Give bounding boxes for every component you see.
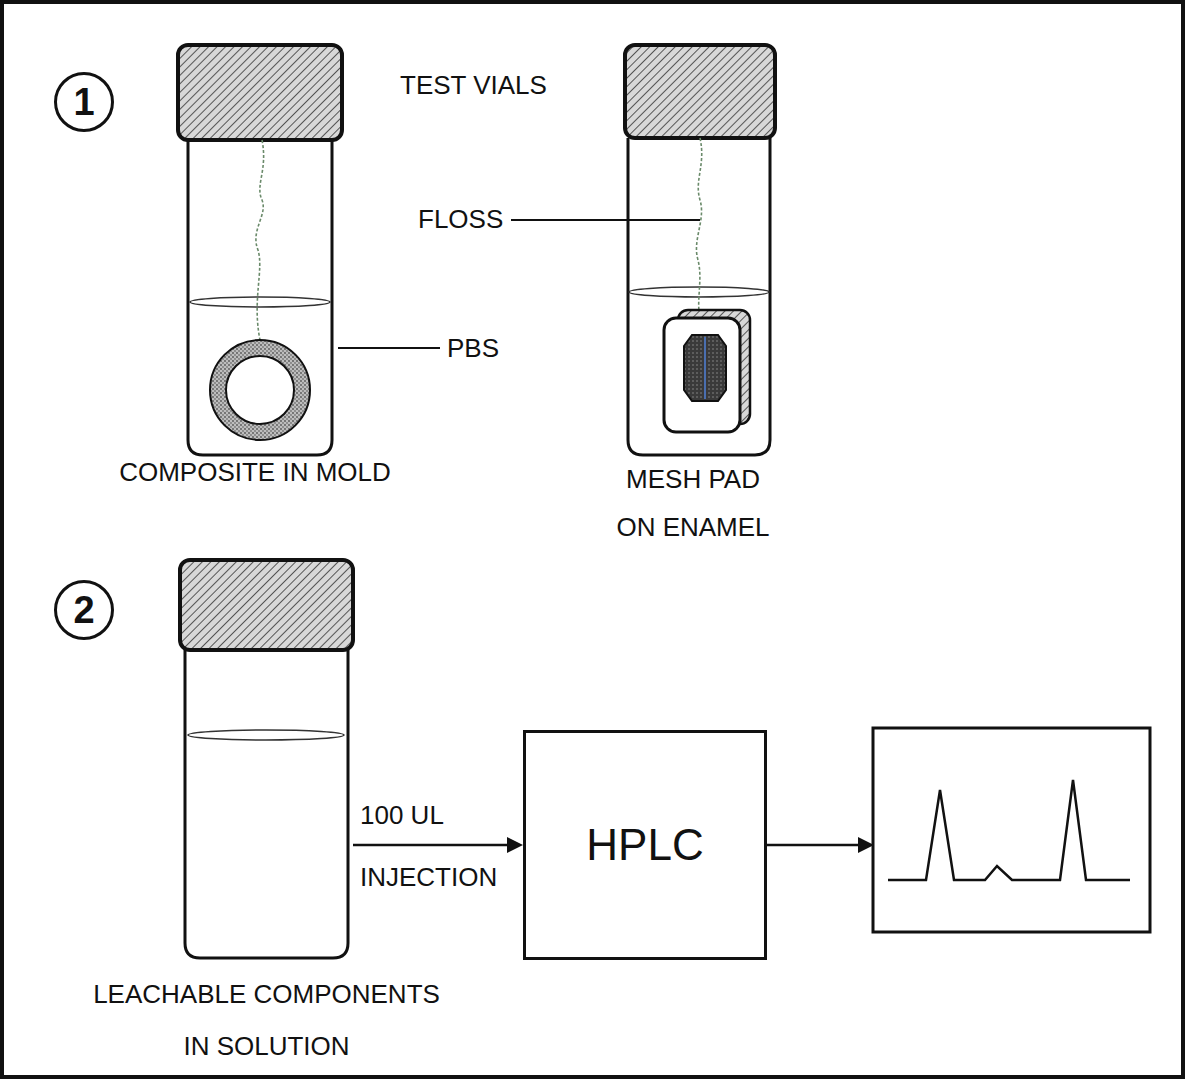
step-number-circle: 1 [54,72,114,132]
edge-label: 100 UL INJECTION [360,784,510,908]
connector-arrow [353,837,523,853]
vial-caption: LEACHABLE COMPONENTS IN SOLUTION [84,968,449,1072]
part-label: PBS [447,333,527,363]
test-vial [625,45,775,455]
part-label: FLOSS [418,204,508,234]
test-vial [178,45,342,455]
callout-number: 2 [73,591,94,629]
chromatogram-box [873,728,1150,932]
sample-vial: LEACHABLE COMPONENTS IN SOLUTION [180,558,353,960]
chromatogram-trace [888,780,1130,880]
part-label: COMPOSITE IN MOLD [100,457,410,487]
step-number-circle: 2 [54,580,114,640]
part-label: TEST VIALS [400,70,600,100]
vial-outline [180,558,353,960]
box-label: HPLC [586,820,703,870]
part-label: MESH PAD ON ENAMEL [608,455,778,551]
output-arrow [767,844,860,847]
leader-line [338,347,440,349]
instrument-box: HPLC [523,730,767,960]
callout-number: 1 [73,83,94,121]
leader-line [511,219,700,221]
